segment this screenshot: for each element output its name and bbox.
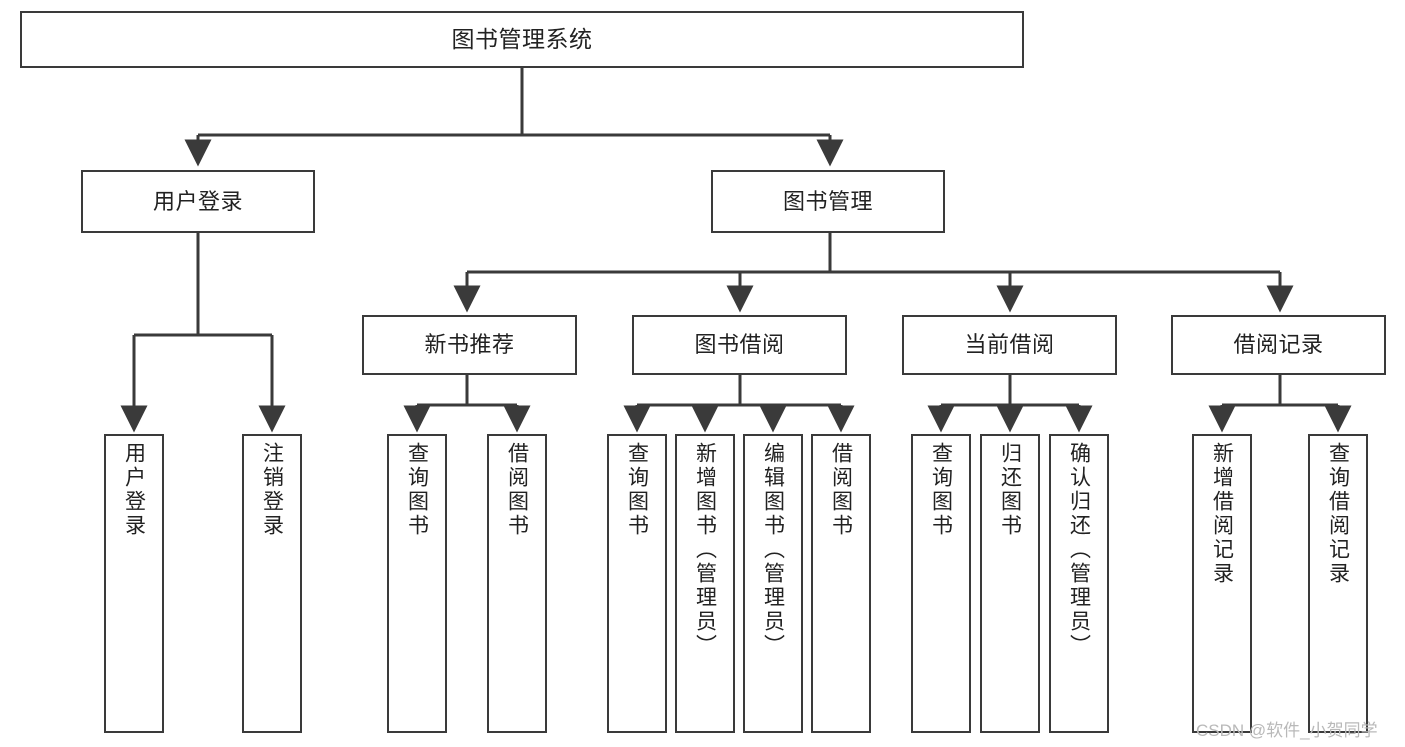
leaf-new-book-borrow-book[interactable]: 借阅图书 [487, 434, 547, 733]
csdn-watermark: CSDN @软件_小贺同学 [1196, 721, 1378, 740]
node-label: 借阅记录 [1233, 332, 1324, 358]
leaf-book-borrow-query-book[interactable]: 查询图书 [607, 434, 667, 733]
node-user-login[interactable]: 用户登录 [81, 170, 315, 233]
leaf-book-borrow-borrow-book[interactable]: 借阅图书 [811, 434, 871, 733]
node-label: 查询图书 [405, 442, 429, 538]
leaf-user-login-login[interactable]: 用户登录 [104, 434, 164, 733]
leaf-current-borrow-return-book[interactable]: 归还图书 [980, 434, 1040, 733]
node-label: 图书管理系统 [451, 25, 593, 52]
node-label: 借阅图书 [829, 442, 853, 538]
node-book-management[interactable]: 图书管理 [711, 170, 945, 233]
leaf-current-borrow-confirm-return-admin[interactable]: 确认归还（管理员） [1049, 434, 1109, 733]
node-label: 查询图书 [929, 442, 953, 538]
node-label: 查询借阅记录 [1326, 442, 1350, 586]
node-new-book-recommendation[interactable]: 新书推荐 [362, 315, 577, 375]
node-borrow-record[interactable]: 借阅记录 [1171, 315, 1386, 375]
leaf-book-borrow-edit-book-admin[interactable]: 编辑图书（管理员） [743, 434, 803, 733]
node-label: 图书借阅 [694, 332, 785, 358]
leaf-user-login-logout[interactable]: 注销登录 [242, 434, 302, 733]
node-label: 新增借阅记录 [1210, 442, 1234, 586]
node-book-borrow[interactable]: 图书借阅 [632, 315, 847, 375]
node-label: 借阅图书 [505, 442, 529, 538]
leaf-current-borrow-query-book[interactable]: 查询图书 [911, 434, 971, 733]
node-label: 图书管理 [782, 188, 873, 214]
node-label: 用户登录 [152, 188, 243, 214]
leaf-book-borrow-add-book-admin[interactable]: 新增图书（管理员） [675, 434, 735, 733]
node-current-borrow[interactable]: 当前借阅 [902, 315, 1117, 375]
node-root-book-management-system[interactable]: 图书管理系统 [20, 11, 1024, 68]
leaf-borrow-record-query-record[interactable]: 查询借阅记录 [1308, 434, 1368, 733]
node-label: 查询图书 [625, 442, 649, 538]
node-label: 当前借阅 [964, 332, 1055, 358]
node-label: 注销登录 [260, 442, 284, 538]
node-label: 确认归还（管理员） [1067, 442, 1091, 658]
leaf-new-book-query-book[interactable]: 查询图书 [387, 434, 447, 733]
node-label: 用户登录 [122, 442, 146, 538]
node-label: 编辑图书（管理员） [761, 442, 785, 658]
node-label: 新书推荐 [424, 332, 515, 358]
node-label: 新增图书（管理员） [693, 442, 717, 658]
leaf-borrow-record-add-record[interactable]: 新增借阅记录 [1192, 434, 1252, 733]
node-label: 归还图书 [998, 442, 1022, 538]
